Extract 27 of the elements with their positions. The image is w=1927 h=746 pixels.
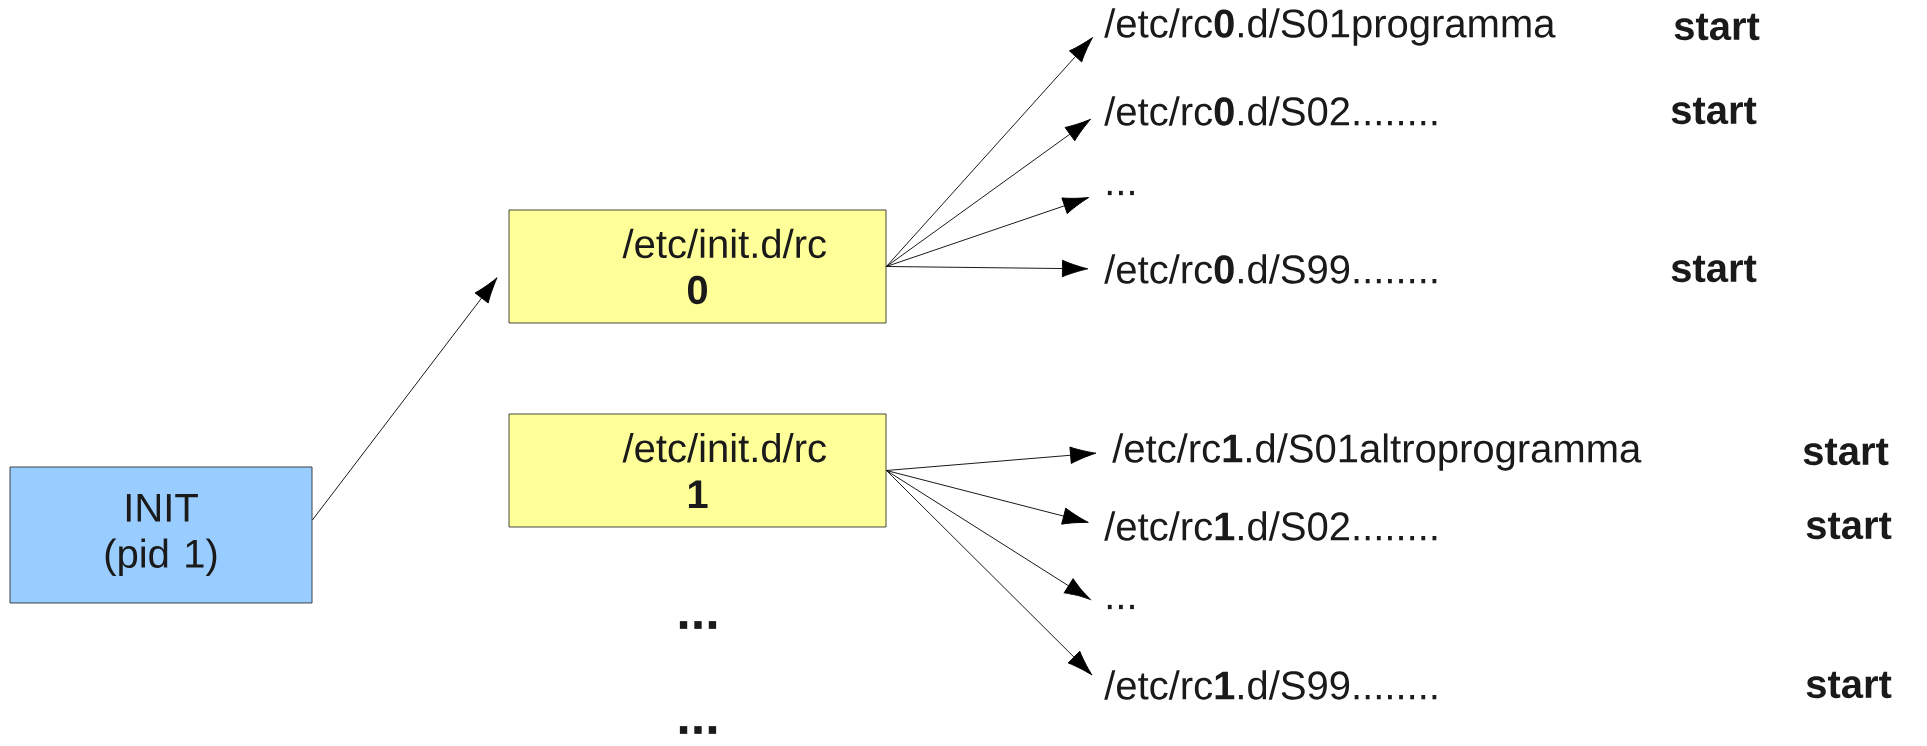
process-box: INIT (pid 1) bbox=[9, 466, 313, 604]
arrow bbox=[885, 470, 1089, 525]
process-box: /etc/init.d/rc 1 bbox=[508, 413, 887, 528]
arrow bbox=[885, 470, 1093, 676]
process-box: /etc/init.d/rc 0 bbox=[508, 209, 887, 324]
arrow bbox=[885, 197, 1090, 267]
arrow bbox=[885, 37, 1093, 267]
arrow bbox=[885, 118, 1091, 267]
status-text: start bbox=[1806, 512, 1892, 540]
script-path: /etc/rc1.d/S01altroprogramma bbox=[1112, 433, 1642, 471]
status-text: start bbox=[1671, 97, 1757, 125]
status-text: start bbox=[1806, 671, 1892, 699]
script-path: /etc/rc0.d/S99........ bbox=[1104, 254, 1437, 284]
ellipsis: ... bbox=[679, 726, 717, 734]
status-text: start bbox=[1671, 255, 1757, 283]
status-text: start bbox=[1674, 13, 1760, 41]
ellipsis: ... bbox=[679, 621, 717, 629]
status-text: start bbox=[1803, 438, 1889, 466]
script-path: ... bbox=[1107, 604, 1134, 610]
arrow bbox=[885, 470, 1091, 600]
script-path: /etc/rc0.d/S01programma bbox=[1104, 8, 1556, 46]
script-path: /etc/rc1.d/S02........ bbox=[1104, 511, 1437, 541]
arrow bbox=[311, 277, 498, 521]
script-path: /etc/rc1.d/S99........ bbox=[1104, 670, 1437, 700]
arrow bbox=[885, 259, 1089, 278]
script-path: /etc/rc0.d/S02........ bbox=[1104, 96, 1437, 126]
script-path: ... bbox=[1107, 190, 1134, 196]
